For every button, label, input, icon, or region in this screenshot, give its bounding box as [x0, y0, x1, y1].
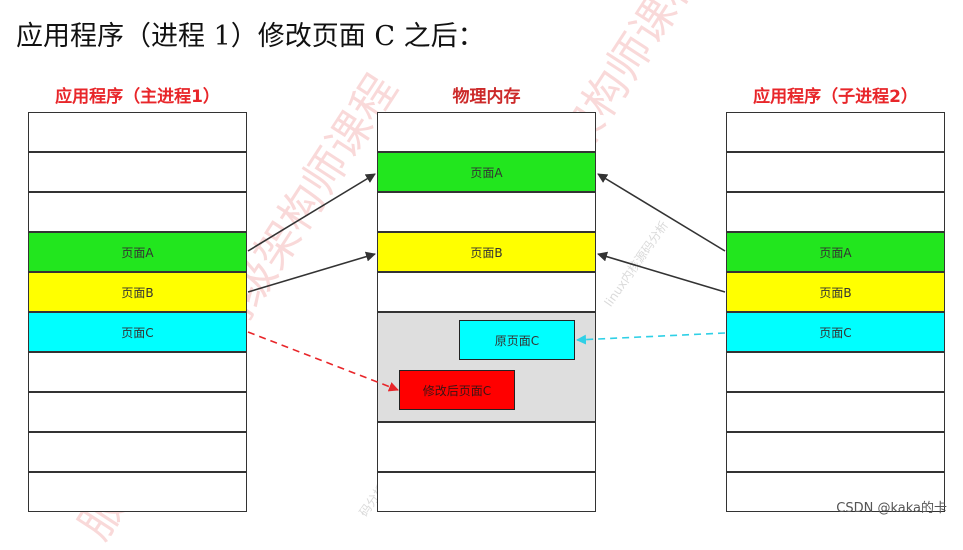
left-page-a: 页面A	[28, 232, 247, 272]
right-slot-7	[726, 352, 945, 392]
left-slot-9	[28, 432, 247, 472]
arrow-right-page-a	[597, 173, 726, 252]
left-slot-2	[28, 152, 247, 192]
left-page-c: 页面C	[28, 312, 247, 352]
arrow-left-page-c-modified	[247, 331, 399, 392]
right-column-title: 应用程序（子进程2）	[753, 87, 918, 107]
mem-slot-7	[377, 422, 596, 472]
right-slot-3	[726, 192, 945, 232]
child-process-pages: 页面A 页面B 页面C	[726, 112, 945, 512]
right-slot-9	[726, 432, 945, 472]
mem-page-a: 页面A	[377, 152, 596, 192]
left-page-b: 页面B	[28, 272, 247, 312]
right-slot-2	[726, 152, 945, 192]
right-slot-10	[726, 472, 945, 512]
left-slot-10	[28, 472, 247, 512]
mem-slot-3	[377, 192, 596, 232]
right-page-a: 页面A	[726, 232, 945, 272]
mem-slot-5	[377, 272, 596, 312]
arrow-right-page-b	[597, 251, 726, 293]
mem-slot-1	[377, 112, 596, 152]
middle-column-title: 物理内存	[452, 87, 521, 107]
arrow-left-page-b	[247, 251, 376, 293]
original-page-c: 原页面C	[459, 320, 575, 360]
left-slot-3	[28, 192, 247, 232]
mem-slot-8	[377, 472, 596, 512]
mem-page-b: 页面B	[377, 232, 596, 272]
right-slot-1	[726, 112, 945, 152]
source-credit: CSDN @kaka的卡	[836, 501, 947, 516]
right-slot-8	[726, 392, 945, 432]
mapping-arrows	[247, 173, 726, 392]
page-heading: 应用程序（进程 1）修改页面 C 之后：	[16, 21, 485, 52]
left-slot-8	[28, 392, 247, 432]
arrow-left-page-a	[247, 173, 376, 252]
right-page-c: 页面C	[726, 312, 945, 352]
left-slot-1	[28, 112, 247, 152]
physical-memory: 页面A 页面B 原页面C 修改后页面C	[377, 112, 596, 512]
main-process-pages: 页面A 页面B 页面C	[28, 112, 247, 512]
right-page-b: 页面B	[726, 272, 945, 312]
left-slot-7	[28, 352, 247, 392]
left-column-title: 应用程序（主进程1）	[55, 87, 220, 107]
arrow-right-page-c-original	[576, 332, 726, 345]
modified-page-c: 修改后页面C	[399, 370, 515, 410]
